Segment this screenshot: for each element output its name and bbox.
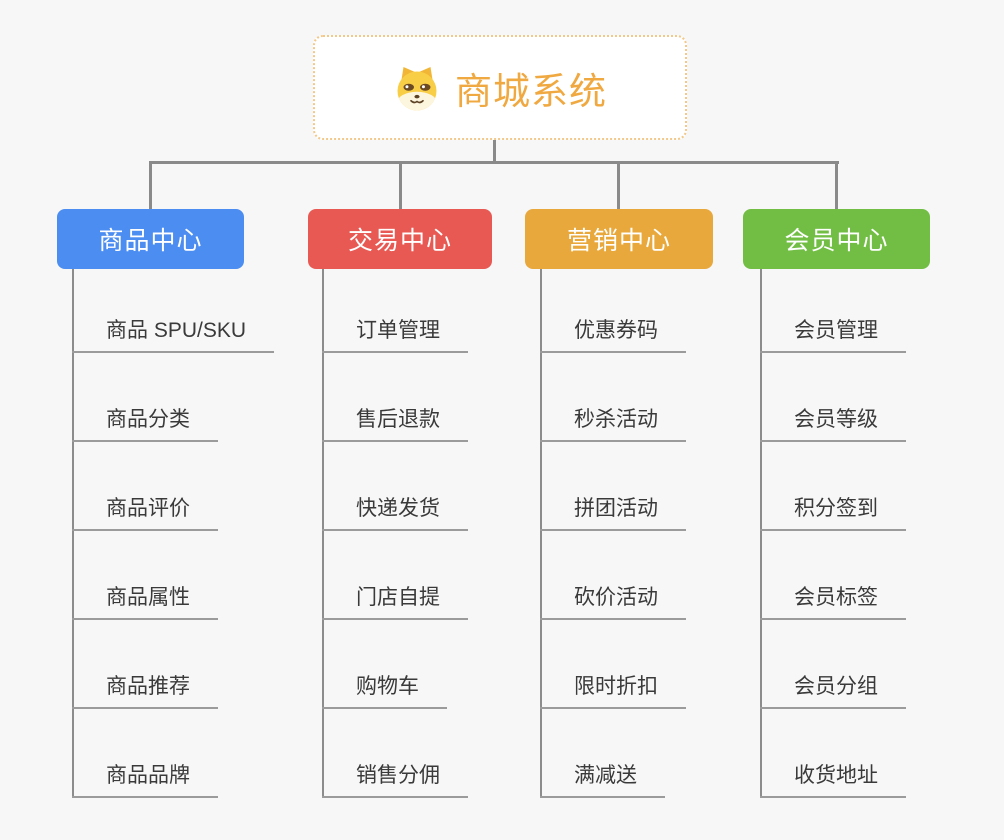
- connector-spine-marketing: [540, 269, 542, 798]
- leaf-node-product-review[interactable]: 商品评价: [72, 485, 218, 531]
- connector-drop-product: [149, 163, 152, 209]
- leaf-node-sales-commission[interactable]: 销售分佣: [322, 752, 468, 798]
- branch-node-member-center[interactable]: 会员中心: [743, 209, 930, 269]
- leaf-node-member-tag[interactable]: 会员标签: [760, 574, 906, 620]
- leaf-node-store-pickup[interactable]: 门店自提: [322, 574, 468, 620]
- leaf-node-product-spu-sku[interactable]: 商品 SPU/SKU: [72, 307, 275, 353]
- leaf-node-points-checkin[interactable]: 积分签到: [760, 485, 906, 531]
- branch-node-trade-center[interactable]: 交易中心: [308, 209, 492, 269]
- leaf-node-express-delivery[interactable]: 快递发货: [322, 485, 468, 531]
- connector-root-stub: [493, 140, 496, 163]
- leaf-node-product-category[interactable]: 商品分类: [72, 396, 218, 442]
- leaf-node-coupon-code[interactable]: 优惠券码: [540, 307, 686, 353]
- leaf-node-aftersale-refund[interactable]: 售后退款: [322, 396, 468, 442]
- connector-spine-member: [760, 269, 762, 798]
- leaf-node-product-brand[interactable]: 商品品牌: [72, 752, 218, 798]
- branch-node-marketing-center[interactable]: 营销中心: [525, 209, 713, 269]
- leaf-node-product-attribute[interactable]: 商品属性: [72, 574, 218, 620]
- leaf-node-flash-sale[interactable]: 秒杀活动: [540, 396, 686, 442]
- connector-drop-member: [835, 163, 838, 209]
- leaf-node-bargain-activity[interactable]: 砍价活动: [540, 574, 686, 620]
- root-node[interactable]: 商城系统: [313, 35, 687, 140]
- root-title: 商城系统: [455, 70, 607, 112]
- connector-drop-marketing: [617, 163, 620, 209]
- leaf-node-spend-discount-gift[interactable]: 满减送: [540, 752, 665, 798]
- connector-spine-product: [72, 269, 74, 798]
- leaf-node-product-recommend[interactable]: 商品推荐: [72, 663, 218, 709]
- leaf-node-member-level[interactable]: 会员等级: [760, 396, 906, 442]
- leaf-node-limited-time-discount[interactable]: 限时折扣: [540, 663, 686, 709]
- dog-face-icon: [393, 64, 441, 112]
- leaf-node-member-management[interactable]: 会员管理: [760, 307, 906, 353]
- leaf-node-shipping-address[interactable]: 收货地址: [760, 752, 906, 798]
- leaf-node-member-group[interactable]: 会员分组: [760, 663, 906, 709]
- connector-spine-trade: [322, 269, 324, 798]
- connector-bus: [149, 161, 839, 164]
- connector-drop-trade: [399, 163, 402, 209]
- branch-node-product-center[interactable]: 商品中心: [57, 209, 244, 269]
- leaf-node-group-buy[interactable]: 拼团活动: [540, 485, 686, 531]
- leaf-node-shopping-cart[interactable]: 购物车: [322, 663, 447, 709]
- leaf-node-order-management[interactable]: 订单管理: [322, 307, 468, 353]
